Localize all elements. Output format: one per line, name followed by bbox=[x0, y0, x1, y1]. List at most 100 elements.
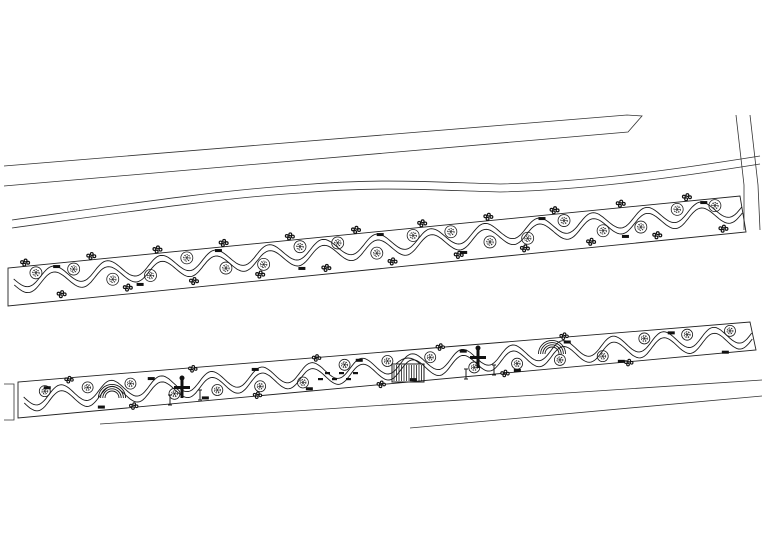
bench-symbol bbox=[563, 340, 571, 344]
bench-seat bbox=[305, 387, 313, 391]
shrub-cluster bbox=[624, 358, 634, 367]
tree-branch bbox=[43, 388, 46, 392]
tree-canopy-outline bbox=[81, 381, 94, 394]
tree-symbol bbox=[29, 266, 43, 280]
tree-branch bbox=[429, 354, 432, 358]
tree-symbol bbox=[219, 261, 233, 275]
shrub-highlight bbox=[625, 361, 627, 363]
tree-canopy-outline bbox=[424, 351, 437, 364]
shrub-cluster bbox=[321, 263, 332, 273]
wave-path-edge-a bbox=[13, 201, 743, 288]
tree-branch bbox=[263, 261, 266, 265]
shrub-cluster bbox=[453, 250, 464, 259]
shrub-highlight bbox=[628, 359, 630, 362]
tree-branch bbox=[449, 229, 452, 232]
shrub-highlight bbox=[257, 392, 259, 395]
tree-branch bbox=[44, 390, 47, 394]
shrub-highlight bbox=[587, 240, 589, 243]
tree-branch bbox=[714, 202, 717, 206]
tree-branch bbox=[186, 257, 189, 261]
tree-branch bbox=[73, 268, 76, 272]
shrub-highlight bbox=[133, 403, 135, 405]
pavilion-roof-arc bbox=[395, 357, 421, 365]
shrub-cluster bbox=[188, 276, 200, 286]
shrub-highlight bbox=[322, 266, 325, 269]
tree-branch bbox=[87, 387, 90, 390]
tree-canopy-inner bbox=[486, 238, 494, 246]
tree-branch bbox=[515, 361, 518, 364]
tree-branch bbox=[217, 387, 219, 391]
shrub-highlight bbox=[67, 380, 70, 383]
tree-branch bbox=[35, 272, 38, 276]
tree-canopy-outline bbox=[724, 325, 736, 337]
shrub-highlight bbox=[90, 253, 93, 255]
upper-strip bbox=[7, 193, 747, 307]
post-marker bbox=[168, 394, 172, 406]
arch-ring bbox=[100, 386, 124, 399]
pavilion-block bbox=[391, 357, 425, 383]
shrub-highlight bbox=[653, 233, 656, 236]
tree-symbol bbox=[381, 355, 394, 367]
tree-canopy-outline bbox=[297, 376, 309, 389]
tree-canopy-inner bbox=[726, 327, 734, 335]
tree-branch bbox=[428, 354, 431, 358]
bench-symbol bbox=[305, 387, 313, 391]
tree-canopy-outline bbox=[67, 262, 81, 276]
bench-symbol bbox=[721, 350, 729, 354]
tree-branch bbox=[148, 275, 151, 279]
bench-seat bbox=[538, 217, 546, 221]
tree-canopy-inner bbox=[70, 265, 78, 273]
tree-branch bbox=[602, 353, 605, 357]
shrub-highlight bbox=[130, 404, 132, 407]
shrub-highlight bbox=[566, 335, 568, 338]
tree-branch bbox=[515, 363, 518, 367]
shrub-highlight bbox=[24, 259, 27, 262]
upper-strip-outline bbox=[7, 195, 747, 307]
shrub-cluster bbox=[64, 375, 74, 384]
tree-branch bbox=[563, 220, 566, 224]
tree-canopy-inner bbox=[640, 335, 648, 342]
tree-symbol bbox=[144, 269, 157, 282]
shrub-highlight bbox=[616, 202, 619, 205]
tree-canopy-outline bbox=[634, 220, 648, 234]
tree-canopy-outline bbox=[554, 354, 566, 366]
shrub-highlight bbox=[593, 241, 595, 243]
tree-canopy-inner bbox=[183, 254, 191, 262]
tree-branch bbox=[562, 220, 565, 224]
tree-branch bbox=[224, 267, 227, 271]
shrub-highlight bbox=[392, 258, 394, 261]
shrub-highlight bbox=[60, 295, 62, 298]
tree-canopy-outline bbox=[211, 384, 224, 396]
shrub-highlight bbox=[554, 207, 556, 209]
wave-path-edge-b bbox=[23, 332, 753, 412]
shrub-cluster bbox=[615, 199, 626, 208]
bench-seat bbox=[43, 386, 51, 390]
shrub-highlight bbox=[436, 345, 439, 348]
tree-branch bbox=[488, 241, 491, 245]
tree-branch bbox=[217, 389, 219, 393]
tree-canopy-inner bbox=[673, 205, 681, 214]
shrub-highlight bbox=[440, 344, 442, 346]
shrub-highlight bbox=[23, 263, 26, 266]
tree-symbol bbox=[124, 377, 137, 390]
shrub-highlight bbox=[380, 381, 383, 384]
shrub-highlight bbox=[589, 243, 592, 245]
tree-canopy-outline bbox=[144, 269, 157, 282]
tree-canopy-inner bbox=[426, 353, 434, 361]
upper-strip-features bbox=[13, 193, 743, 299]
shrub-cluster bbox=[152, 245, 163, 254]
shrub-highlight bbox=[191, 369, 193, 372]
tree-branch bbox=[172, 391, 175, 394]
tree-branch bbox=[375, 253, 378, 256]
shrub-highlight bbox=[556, 209, 559, 212]
shrub-highlight bbox=[379, 385, 382, 388]
tree-symbol bbox=[406, 229, 420, 242]
tree-symbol bbox=[724, 325, 736, 337]
bench-symbol bbox=[214, 249, 222, 253]
tree-branch bbox=[185, 257, 188, 261]
shrub-cluster bbox=[435, 343, 446, 351]
arch-ring bbox=[544, 346, 560, 355]
tree-branch bbox=[714, 205, 717, 209]
